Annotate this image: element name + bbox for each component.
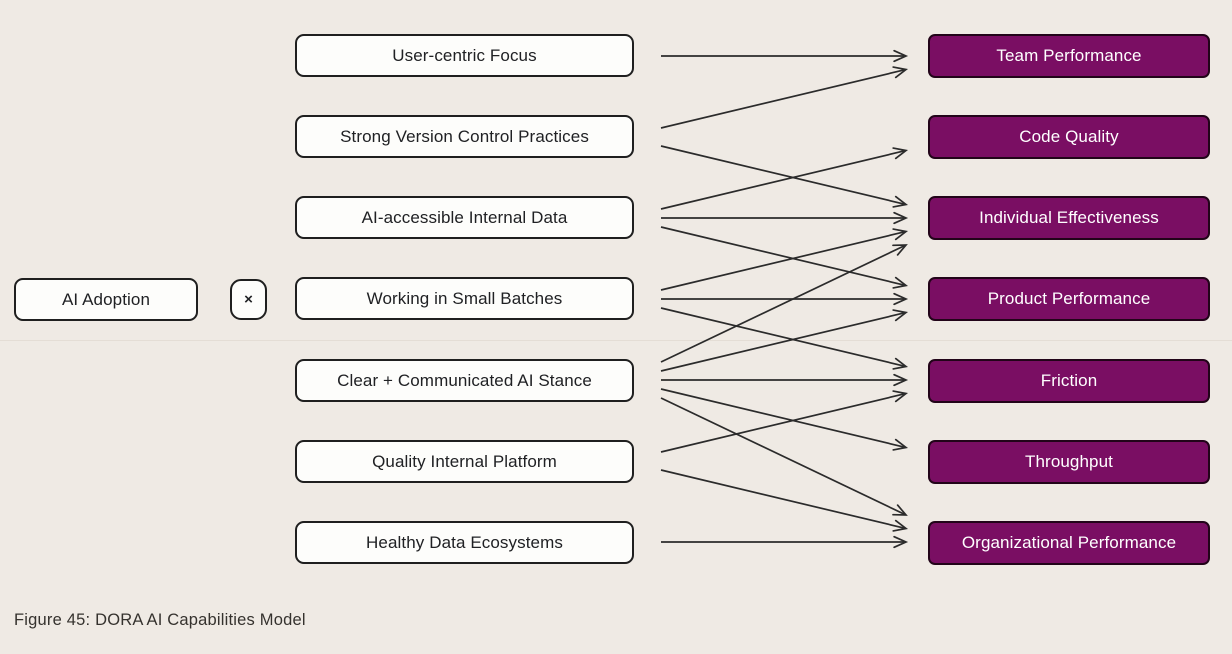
- arrow-2-to-3: [660, 226, 909, 289]
- outcome-individual-effectiveness: Individual Effectiveness: [928, 196, 1210, 240]
- capability-quality-internal-platform: Quality Internal Platform: [295, 440, 634, 483]
- arrow-3-to-3: [661, 292, 909, 306]
- capability-user-centric-focus: User-centric Focus: [295, 34, 634, 77]
- ai-adoption-label: AI Adoption: [61, 289, 151, 309]
- outcome-label: Product Performance: [987, 289, 1151, 308]
- arrow-2-to-1: [660, 147, 909, 210]
- outcome-label: Individual Effectiveness: [979, 208, 1159, 227]
- arrow-3-to-2: [660, 228, 909, 291]
- outcome-label: Team Performance: [996, 46, 1142, 65]
- multiply-icon: ×: [244, 291, 253, 308]
- outcome-label: Friction: [1040, 371, 1098, 390]
- capability-label: Clear + Communicated AI Stance: [337, 370, 592, 390]
- arrow-5-to-6: [660, 469, 909, 532]
- capability-healthy-data-ecosystems: Healthy Data Ecosystems: [295, 521, 634, 564]
- outcome-throughput: Throughput: [928, 440, 1210, 484]
- outcome-label: Throughput: [1025, 452, 1113, 471]
- capability-label: Healthy Data Ecosystems: [366, 532, 563, 552]
- arrow-0-to-0: [661, 49, 909, 63]
- arrow-4-to-2: [660, 244, 908, 363]
- section-divider: [0, 340, 1232, 341]
- arrow-1-to-2: [660, 145, 909, 208]
- outcome-label: Organizational Performance: [961, 533, 1177, 552]
- arrow-5-to-4: [660, 390, 909, 453]
- arrow-1-to-0: [660, 66, 909, 129]
- capability-label: Quality Internal Platform: [372, 451, 557, 471]
- figure-caption: Figure 45: DORA AI Capabilities Model: [14, 611, 306, 629]
- capability-working-in-small-batches: Working in Small Batches: [295, 277, 634, 320]
- arrow-4-to-6: [660, 397, 908, 516]
- outcome-code-quality: Code Quality: [928, 115, 1210, 159]
- arrow-3-to-4: [660, 307, 909, 370]
- capability-ai-accessible-internal-data: AI-accessible Internal Data: [295, 196, 634, 239]
- arrow-2-to-2: [661, 211, 909, 225]
- capability-clear-communicated-ai-stance: Clear + Communicated AI Stance: [295, 359, 634, 402]
- multiply-operator-box: ×: [230, 279, 267, 320]
- outcome-team-performance: Team Performance: [928, 34, 1210, 78]
- arrow-4-to-4: [661, 373, 909, 387]
- ai-adoption-box: AI Adoption: [14, 278, 198, 321]
- capability-label: AI-accessible Internal Data: [361, 207, 568, 227]
- capability-label: Strong Version Control Practices: [340, 126, 589, 146]
- outcome-friction: Friction: [928, 359, 1210, 403]
- capability-label: Working in Small Batches: [366, 288, 563, 308]
- arrow-4-to-5: [660, 388, 909, 451]
- arrow-6-to-6: [661, 535, 909, 549]
- outcome-organizational-performance: Organizational Performance: [928, 521, 1210, 565]
- outcome-label: Code Quality: [1019, 127, 1119, 146]
- capability-strong-version-control-practices: Strong Version Control Practices: [295, 115, 634, 158]
- outcome-product-performance: Product Performance: [928, 277, 1210, 321]
- capability-label: User-centric Focus: [392, 45, 537, 65]
